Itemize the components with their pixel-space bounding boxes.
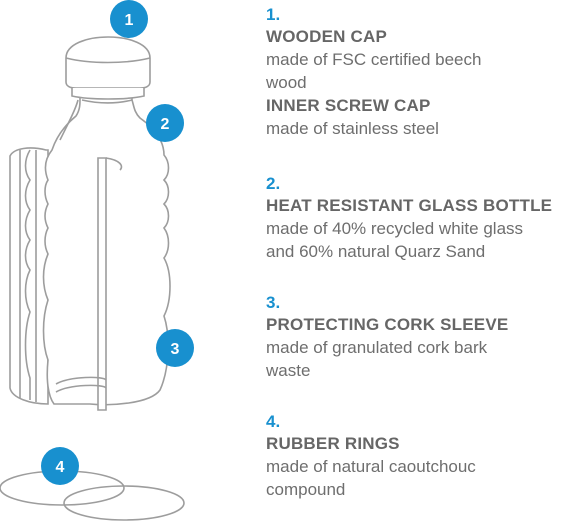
item-text: waste (266, 361, 311, 380)
item-number: 3. (266, 293, 281, 312)
rubber-rings (0, 470, 185, 521)
item-text: made of stainless steel (266, 119, 439, 138)
item-title: HEAT RESISTANT GLASS BOTTLE (266, 196, 553, 215)
item-number: 1. (266, 5, 281, 24)
item-number: 4. (266, 412, 281, 431)
item-2: 2. HEAT RESISTANT GLASS BOTTLE made of 4… (266, 174, 582, 263)
bottle-illustration: 1 2 3 4 (0, 0, 194, 521)
item-title: INNER SCREW CAP (266, 96, 431, 115)
marker-1: 1 (110, 0, 148, 38)
item-4: 4. RUBBER RINGS made of natural caoutcho… (266, 412, 582, 501)
marker-4: 4 (41, 447, 79, 485)
svg-text:4: 4 (56, 459, 65, 476)
item-text: compound (266, 480, 346, 499)
marker-3: 3 (156, 329, 194, 367)
svg-text:3: 3 (171, 341, 180, 358)
svg-text:1: 1 (125, 12, 134, 29)
item-title: PROTECTING CORK SLEEVE (266, 315, 509, 334)
item-1: 1. WOODEN CAP made of FSC certified beec… (266, 5, 582, 140)
marker-2: 2 (146, 104, 184, 142)
item-text: made of 40% recycled white glass (266, 219, 524, 238)
item-text: made of granulated cork bark (266, 338, 488, 357)
cork-sleeve-front (55, 157, 123, 411)
item-text: wood (266, 73, 307, 92)
item-3: 3. PROTECTING CORK SLEEVE made of granul… (266, 293, 582, 382)
item-title: WOODEN CAP (266, 27, 387, 46)
cork-sleeve-back (9, 147, 49, 405)
item-title: RUBBER RINGS (266, 434, 400, 453)
item-text: made of natural caoutchouc (266, 457, 476, 476)
svg-text:2: 2 (161, 116, 170, 133)
item-number: 2. (266, 174, 281, 193)
item-text: and 60% natural Quarz Sand (266, 242, 486, 261)
wooden-cap (65, 36, 151, 100)
item-text: made of FSC certified beech (266, 50, 482, 69)
